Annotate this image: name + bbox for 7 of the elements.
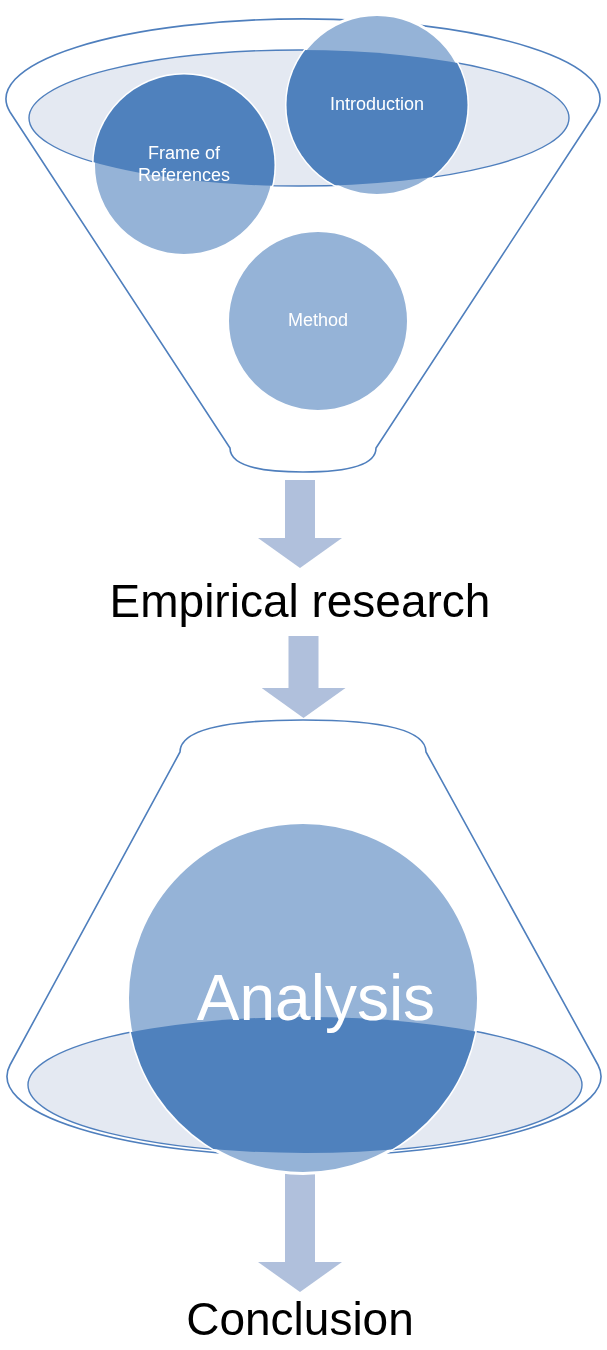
arrow	[258, 480, 342, 568]
stage-label: Empirical research	[60, 566, 540, 636]
circle-node: Analysis	[126, 821, 480, 1175]
circle-node: Method	[226, 229, 410, 413]
stage-label: Conclusion	[100, 1290, 500, 1348]
arrow	[261, 636, 346, 718]
circle-node: Frame of References	[92, 73, 276, 257]
